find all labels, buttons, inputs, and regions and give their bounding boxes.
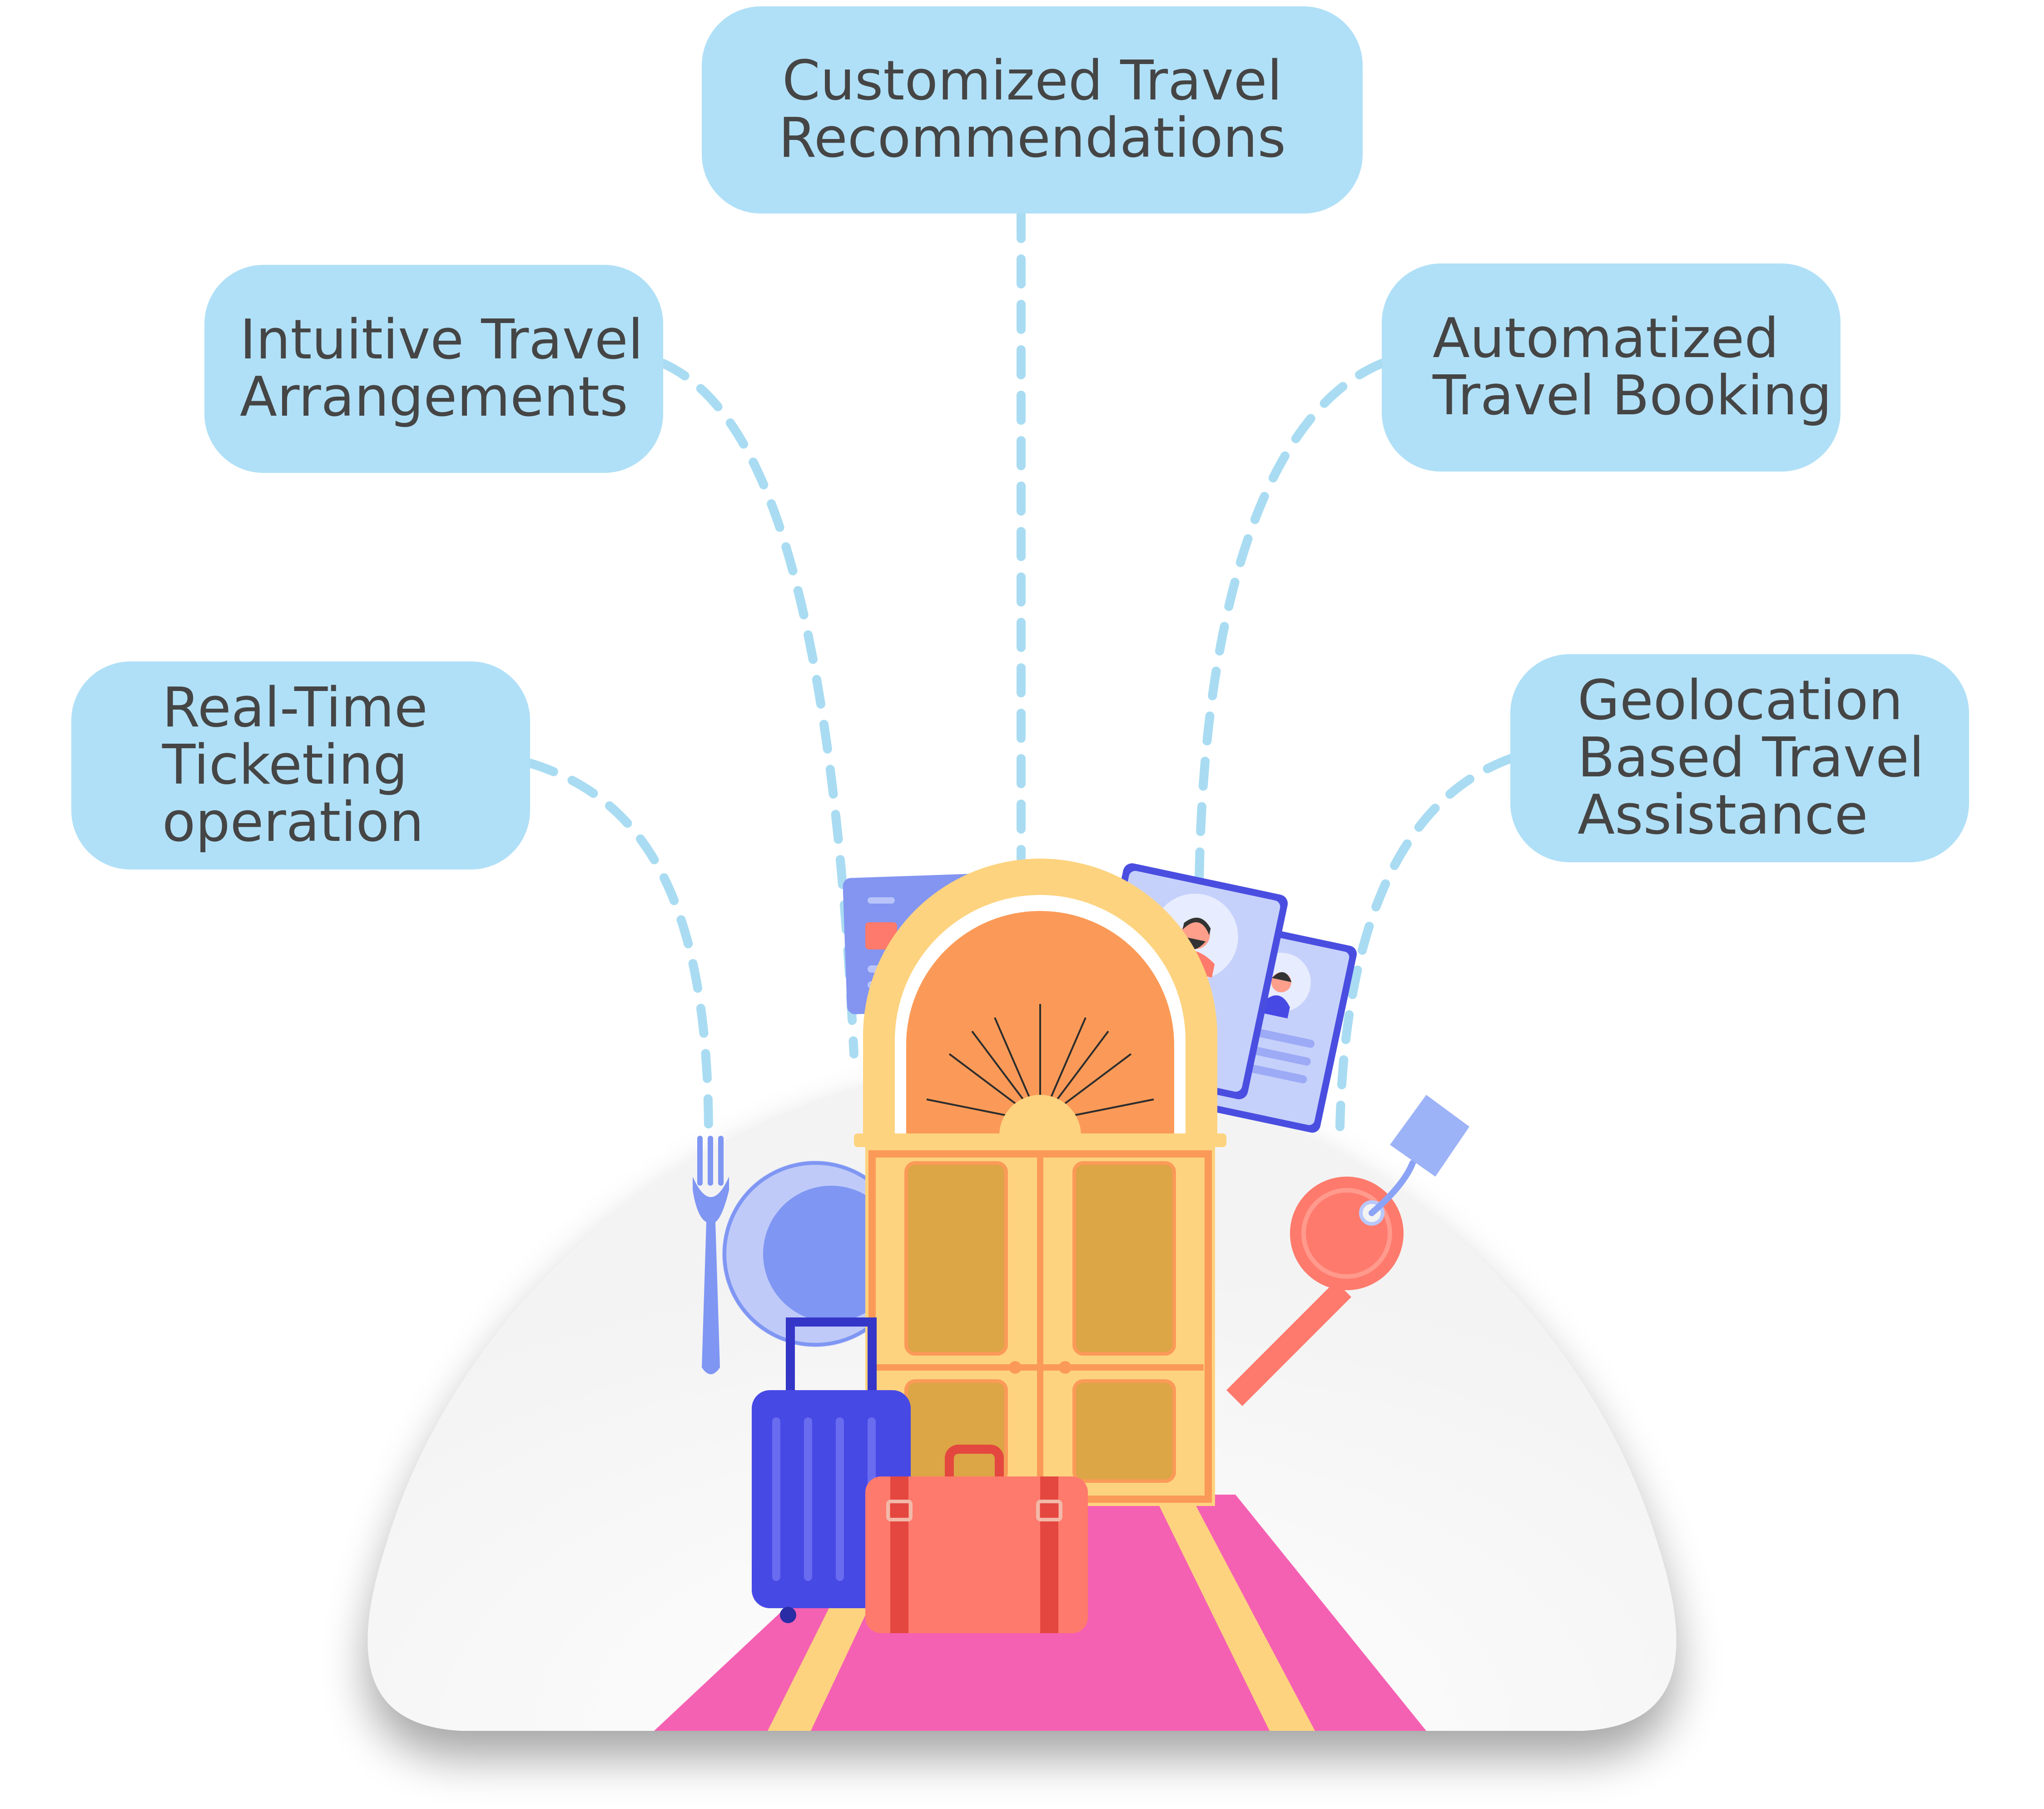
feature-label-line: Arrangements <box>240 366 628 429</box>
feature-label-line: Based Travel <box>1578 726 1925 790</box>
key-icon <box>1226 1177 1404 1406</box>
feature-label-line: Travel Booking <box>1433 364 1832 427</box>
feature-label-line: Assistance <box>1578 784 1868 847</box>
feature-real-time-ticketing-operation: Real-Time Ticketing operation <box>71 661 530 870</box>
feature-label-line: Recommendations <box>779 107 1286 170</box>
feature-label-line: Intuitive Travel <box>240 308 643 372</box>
fork-icon <box>693 1136 729 1374</box>
feature-label-line: operation <box>162 791 424 854</box>
luggage-tag-icon <box>1369 1095 1469 1216</box>
feature-customized-travel-recommendations: Customized Travel Recommendations <box>702 6 1363 214</box>
suitcase-icon <box>865 1445 1088 1633</box>
feature-label-line: Automatized <box>1433 307 1779 370</box>
feature-automatized-travel-booking: Automatized Travel Booking <box>1382 263 1841 472</box>
feature-label-line: Real-Time <box>162 676 428 740</box>
connector-geolocation <box>1335 754 1515 1131</box>
feature-geolocation-based-travel-assistance: Geolocation Based Travel Assistance <box>1510 654 1969 862</box>
door-icon <box>854 859 1226 1506</box>
connector-intuitive <box>659 359 858 1059</box>
feature-intuitive-travel-arrangements: Intuitive Travel Arrangements <box>204 265 663 473</box>
feature-label-line: Ticketing <box>162 734 408 797</box>
feature-label-line: Customized Travel <box>782 50 1282 113</box>
feature-label-line: Geolocation <box>1578 669 1903 732</box>
connector-realtime <box>526 759 713 1140</box>
connector-automatized <box>1195 359 1386 886</box>
